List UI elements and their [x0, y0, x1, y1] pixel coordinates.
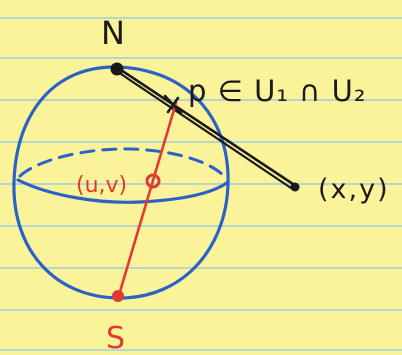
point-xy-label: (x,y) [318, 174, 390, 205]
equator-back-dashed [18, 147, 228, 180]
point-p-mark [163, 94, 183, 115]
point-xy [290, 182, 300, 192]
south-label: S [106, 321, 125, 355]
south-pole-point [112, 290, 124, 302]
point-p-label: p ∈ U₁ ∩ U₂ [188, 74, 366, 108]
equator-front [16, 178, 230, 204]
projection-line-south [117, 101, 178, 297]
north-pole-point [110, 62, 124, 76]
notebook-rulings [0, 17, 402, 351]
north-label: N [101, 14, 125, 52]
projection-line-north [116, 66, 298, 188]
point-uv-label: (u,v) [76, 173, 127, 198]
point-uv [145, 173, 161, 189]
